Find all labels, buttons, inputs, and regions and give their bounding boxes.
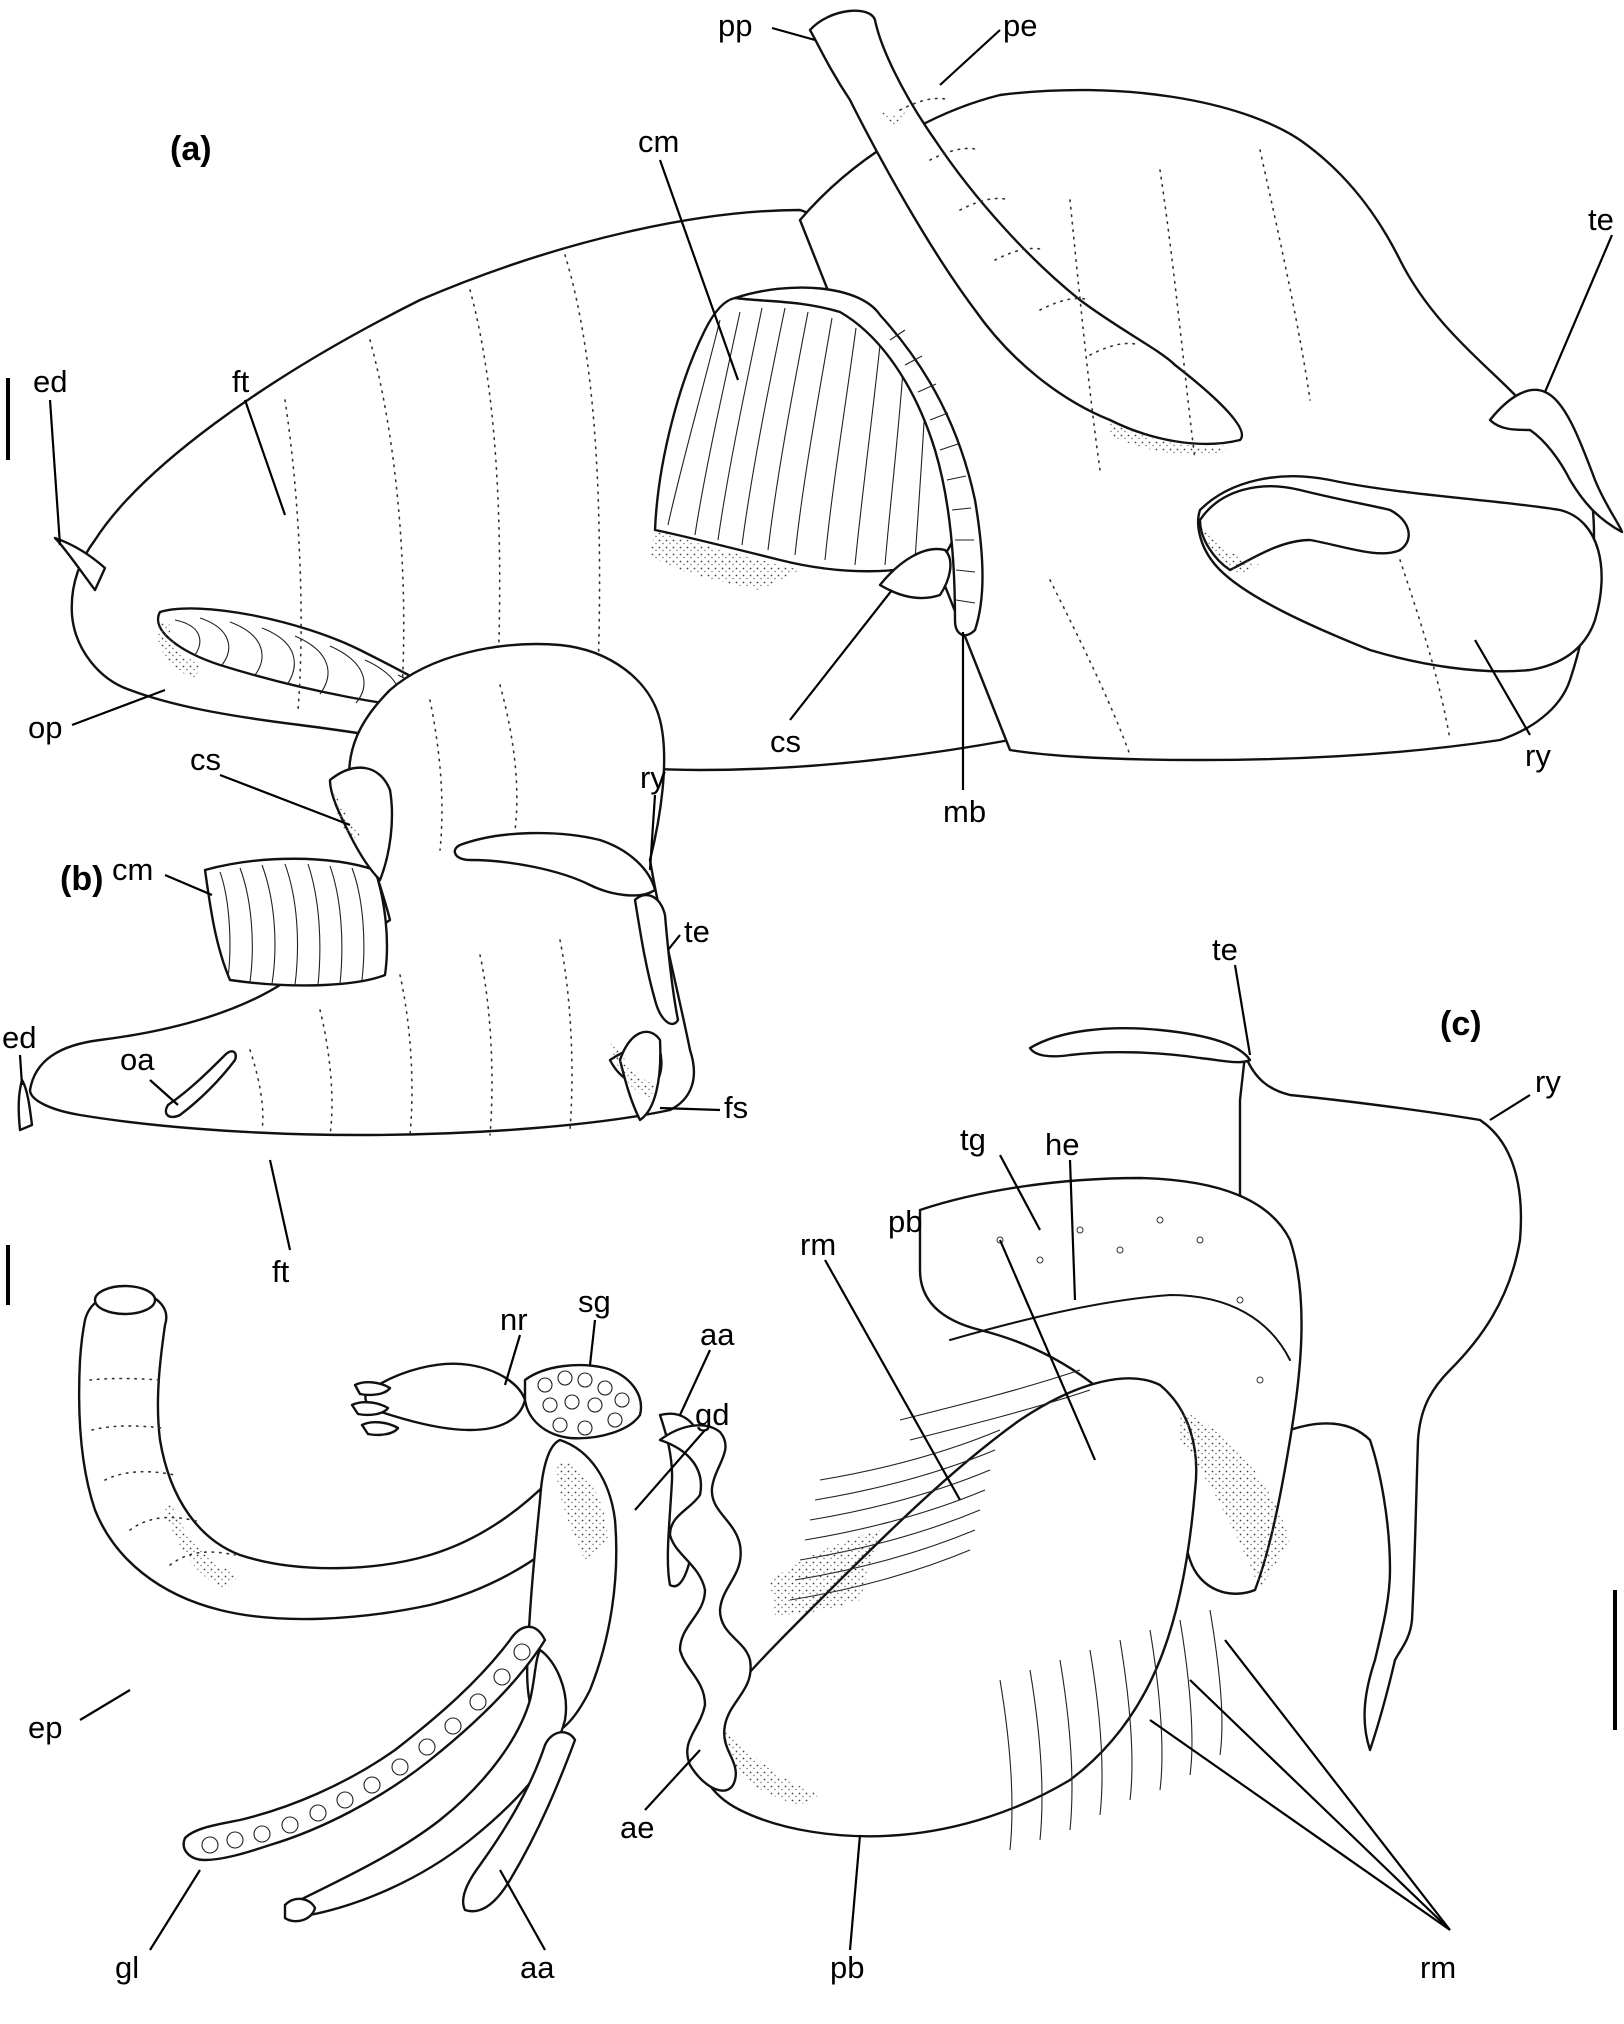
panel-label-a: (a) — [170, 130, 212, 168]
mantle-border-segments — [889, 329, 976, 604]
label-cs-a: cs — [770, 724, 801, 759]
columellar-muscle-b-hatching — [219, 863, 365, 986]
label-ae: ae — [620, 1810, 654, 1845]
epiphallus — [77, 1290, 572, 1621]
shading-b1 — [610, 1040, 655, 1100]
salivary-gland-texture — [537, 1370, 630, 1436]
shading-c2 — [715, 1720, 820, 1805]
label-nr: nr — [500, 1302, 528, 1337]
epiphallus-opening — [93, 1284, 157, 1316]
nr-tentacles — [350, 1380, 400, 1437]
siphon-a — [878, 547, 952, 600]
label-rm-bottom: rm — [1420, 1950, 1456, 1985]
shading-c3 — [770, 1530, 880, 1615]
label-oa: oa — [120, 1042, 155, 1077]
label-cs-b: cs — [190, 742, 221, 777]
aorta-lower-tip — [283, 1897, 317, 1923]
label-gd: gd — [695, 1397, 729, 1432]
shading-c1 — [1180, 1410, 1290, 1590]
panel-a-drawing — [53, 9, 1624, 772]
panel-c-drawing — [697, 1026, 1523, 1851]
label-ft-a: ft — [232, 364, 250, 399]
salivary-gland — [523, 1363, 643, 1440]
label-aa-lower: aa — [520, 1950, 555, 1985]
label-te-c: te — [1212, 932, 1238, 967]
label-he: he — [1045, 1127, 1079, 1162]
proboscis-c — [697, 1377, 1198, 1838]
label-op: op — [28, 710, 62, 745]
ed-projection — [53, 536, 107, 592]
tg-dots — [996, 1216, 1264, 1384]
label-ep: ep — [28, 1710, 62, 1745]
gland-duct-beads — [201, 1643, 531, 1854]
tg-he-border — [949, 1293, 1291, 1361]
label-cm-a: cm — [638, 124, 679, 159]
label-fs: fs — [724, 1090, 748, 1125]
anterior-esophagus — [658, 1424, 752, 1792]
label-rm-c: rm — [800, 1227, 836, 1262]
shading-a4 — [1110, 420, 1230, 456]
label-mb: mb — [943, 794, 986, 829]
shading-d1 — [555, 1460, 608, 1560]
tentacle-c — [1028, 1026, 1252, 1064]
columellar-muscle-hatching — [667, 307, 926, 566]
penis — [808, 9, 1243, 446]
label-ft-b: ft — [272, 1254, 290, 1289]
shading-a5 — [880, 110, 905, 125]
tube-left — [461, 1731, 577, 1913]
label-pe: pe — [1003, 8, 1037, 43]
label-sg: sg — [578, 1284, 611, 1319]
label-pp: pp — [718, 8, 752, 43]
label-ry-a: ry — [1525, 738, 1551, 773]
leader-lines — [18, 26, 1614, 1951]
nerve-ring — [364, 1362, 527, 1432]
label-pb-bottom: pb — [830, 1950, 864, 1985]
body-b-segment-lines — [249, 684, 573, 1136]
label-ry-b: ry — [640, 760, 666, 795]
label-aa-upper: aa — [700, 1317, 735, 1352]
gland-duct — [182, 1625, 547, 1862]
head-foot-c — [1238, 1053, 1523, 1752]
label-ed-a: ed — [33, 364, 67, 399]
shading-a1 — [650, 530, 800, 590]
label-ry-c: ry — [1535, 1064, 1561, 1099]
tentacle-b — [633, 893, 680, 1026]
panel-label-b: (b) — [60, 860, 103, 898]
panel-b-drawing — [17, 642, 696, 1137]
shading-b2 — [330, 780, 360, 840]
shading-d2 — [165, 1500, 240, 1590]
columellar-muscle-b — [203, 857, 389, 987]
aorta-lower — [293, 1648, 568, 1917]
label-te-b: te — [684, 914, 710, 949]
ep-segment-lines — [89, 1377, 236, 1566]
label-gl: gl — [115, 1950, 139, 1985]
label-pb-c: pb — [888, 1204, 922, 1239]
panel-d-drawing — [77, 1284, 752, 1923]
head-lobe-b — [453, 831, 657, 897]
label-ed-b: ed — [2, 1020, 36, 1055]
label-te-a: te — [1588, 202, 1614, 237]
oa-structure — [164, 1050, 237, 1119]
panel-label-c: (c) — [1440, 1005, 1482, 1043]
label-cm-b: cm — [112, 852, 153, 887]
shading-a3 — [1200, 520, 1260, 575]
shading-a2 — [156, 620, 200, 680]
label-tg: tg — [960, 1122, 986, 1157]
